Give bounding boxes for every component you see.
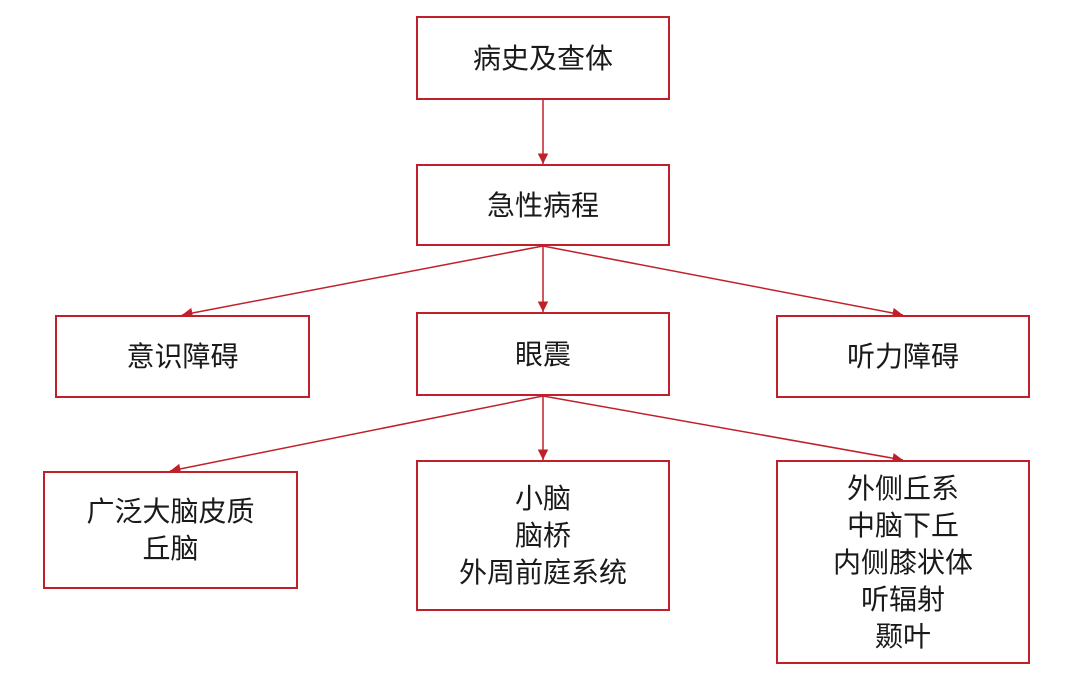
node-line: 眼震 <box>514 337 571 371</box>
node-line: 病史及查体 <box>472 41 613 75</box>
node-line: 听辐射 <box>860 582 945 616</box>
node-line: 意识障碍 <box>126 340 239 373</box>
node-line: 脑桥 <box>514 519 571 552</box>
node-line: 急性病程 <box>486 188 599 222</box>
edge-nystagmus-to-auditory <box>542 395 904 464</box>
node-cerebellum-pons-vestibular: 小脑 脑桥 外周前庭系统 <box>416 460 670 611</box>
node-consciousness-disorder: 意识障碍 <box>55 315 310 398</box>
node-cortex-thalamus: 广泛大脑皮质 丘脑 <box>43 471 298 589</box>
node-line: 听力障碍 <box>846 340 959 373</box>
node-line: 中脑下丘 <box>846 508 959 542</box>
node-line: 小脑 <box>514 482 571 515</box>
node-line: 颞叶 <box>874 619 931 653</box>
node-line: 丘脑 <box>142 532 199 565</box>
node-line: 广泛大脑皮质 <box>86 495 255 528</box>
node-auditory-pathway: 外侧丘系 中脑下丘 内侧膝状体 听辐射 颞叶 <box>776 460 1030 664</box>
node-hearing-disorder: 听力障碍 <box>776 315 1030 398</box>
edge-acute-to-hearing <box>542 245 904 319</box>
node-line: 外侧丘系 <box>846 471 959 505</box>
node-line: 内侧膝状体 <box>832 545 973 579</box>
node-history-and-exam: 病史及查体 <box>416 16 670 100</box>
node-acute-course: 急性病程 <box>416 164 670 246</box>
edge-acute-to-conscious <box>181 245 544 319</box>
node-nystagmus: 眼震 <box>416 312 670 396</box>
node-line: 外周前庭系统 <box>458 556 627 589</box>
edge-nystagmus-to-cortex <box>169 395 544 475</box>
